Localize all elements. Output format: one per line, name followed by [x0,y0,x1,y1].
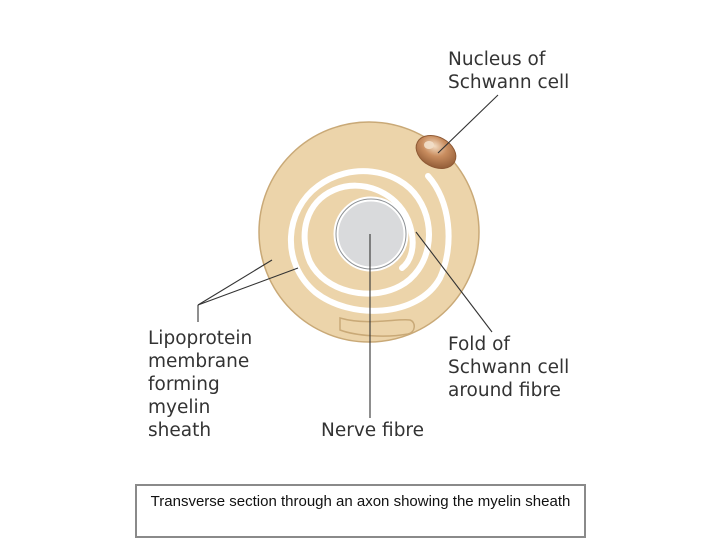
label-nucleus-of-schwann-cell: Nucleus of Schwann cell [448,49,570,93]
caption-text: Transverse section through an axon showi… [150,493,571,510]
label-nerve-fibre: Nerve fibre [321,420,425,441]
leader-line-lipoprotein-upper [197,259,273,306]
myelin-spiral-gap [288,168,452,314]
leader-line-fold [415,231,493,333]
caption-box: Transverse section through an axon showi… [135,484,586,538]
leader-line-nucleus [437,94,499,154]
myelin-sheath-diagram [197,94,499,418]
axon-outline [335,198,407,270]
schwann-cell-fold-tail [339,317,415,337]
nucleolus [424,141,434,149]
label-lipoprotein-membrane: Lipoprotein membrane forming myelin shea… [148,328,253,441]
leader-line-lipoprotein-lower [197,267,299,306]
label-fold-of-schwann-cell: Fold of Schwann cell around fibre [448,334,570,401]
